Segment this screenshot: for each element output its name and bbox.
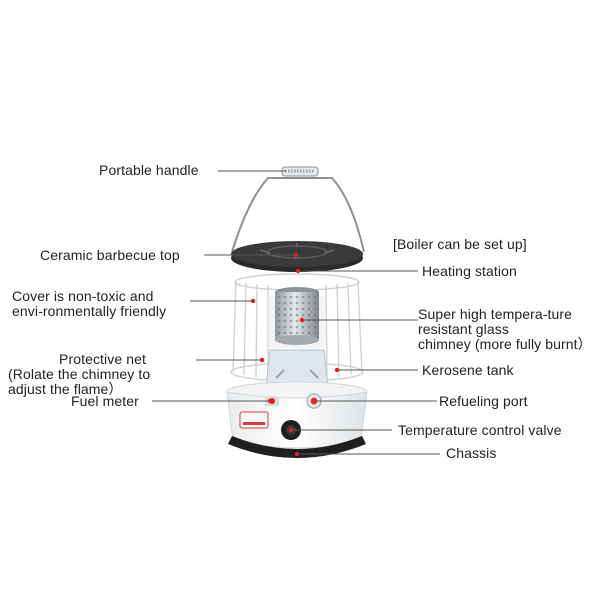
label-cover: Cover is non-toxic and envi-ronmentally … [12, 289, 166, 319]
label-chimney-line-2: resistant glass [418, 321, 509, 337]
leader-lines [152, 170, 440, 455]
label-chassis: Chassis [446, 445, 497, 461]
label-portable-handle: Portable handle [99, 162, 199, 178]
burner-stand [265, 349, 329, 389]
label-chimney-line-3: chimney (more fully burnt） [418, 336, 592, 352]
dot-chassis [294, 451, 300, 457]
dot-ceramic-top [293, 252, 299, 258]
label-boiler: [Boiler can be set up] [393, 236, 527, 252]
cover-cage [230, 273, 364, 382]
dot-chimney [299, 317, 305, 323]
label-heating-station: Heating station [422, 263, 517, 279]
portable-handle [231, 166, 365, 253]
label-cover-line-2: envi-ronmentally friendly [12, 303, 167, 319]
label-fuel-meter: Fuel meter [71, 393, 139, 409]
label-refueling-port: Refueling port [439, 393, 528, 409]
glass-chimney [268, 287, 326, 348]
label-net-line-1: Protective net [59, 351, 146, 367]
dot-kerosene-tank [334, 367, 340, 373]
ceramic-barbecue-top [231, 241, 363, 272]
dot-protective-net [259, 357, 265, 363]
label-cover-line-1: Cover is non-toxic and [12, 288, 154, 304]
label-chimney: Super high tempera-ture resistant glass … [418, 307, 592, 352]
dot-cover [250, 298, 256, 304]
label-net-line-2: (Rolate the chimney to [8, 366, 151, 382]
label-ceramic-top: Ceramic barbecue top [40, 247, 180, 263]
dot-temp-valve [288, 427, 294, 433]
callout-dots [250, 252, 340, 457]
dot-heating-station [295, 268, 301, 274]
label-chimney-line-1: Super high tempera-ture [418, 306, 573, 322]
chassis [228, 436, 366, 458]
label-net-line-3: adjust the flame） [8, 381, 123, 397]
label-temp-valve: Temperature control valve [398, 422, 562, 438]
dot-fuel-meter [267, 398, 273, 404]
label-protective-net: Protective net (Rolate the chimney to ad… [8, 352, 150, 397]
dot-refueling-port [311, 398, 317, 404]
label-kerosene-tank: Kerosene tank [422, 362, 514, 378]
kerosene-tank-body [226, 381, 368, 449]
